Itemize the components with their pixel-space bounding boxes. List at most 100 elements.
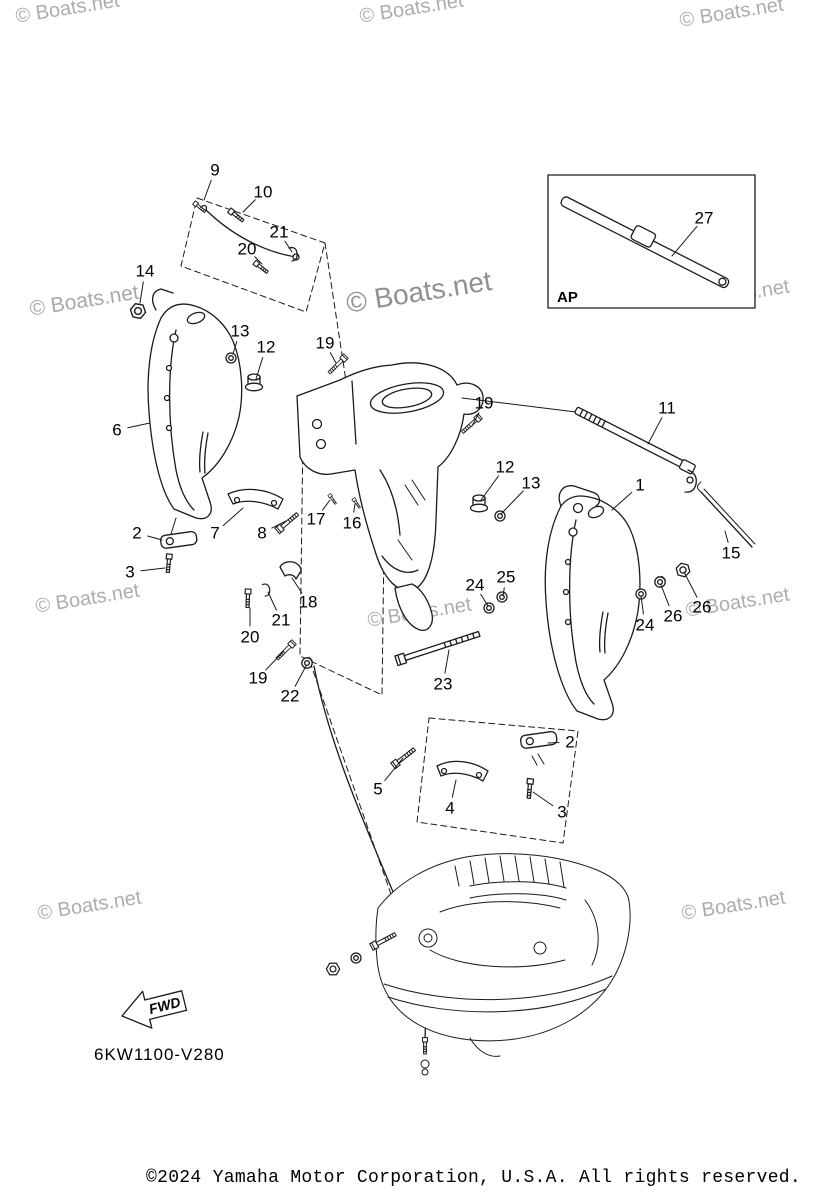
bolt-part-8 [274, 510, 301, 535]
callout-leader-8 [271, 520, 287, 529]
callout-number-23: 23 [434, 675, 453, 694]
center-hardware [394, 413, 508, 667]
spring-washer-part-26 [654, 575, 666, 588]
callout-leader-24 [640, 595, 644, 615]
callout-number-13: 13 [522, 474, 541, 493]
strip-part-7 [227, 488, 284, 510]
callout-leader-3 [532, 791, 554, 807]
callout-leader-12 [480, 475, 500, 501]
callout-number-2: 2 [132, 524, 141, 543]
callout-leader-9 [203, 179, 212, 201]
copyright-line: ©2024 Yamaha Motor Corporation, U.S.A. A… [146, 1168, 802, 1188]
callout-number-3: 3 [125, 563, 134, 582]
callout-number-20: 20 [238, 240, 257, 259]
callout-leader-13 [500, 490, 524, 515]
callout-number-16: 16 [343, 514, 362, 533]
nut-part-26 [674, 561, 692, 579]
callout-number-19: 19 [316, 334, 335, 353]
callout-leader-18 [291, 577, 303, 594]
callout-leader-14 [139, 281, 144, 304]
callout-number-21: 21 [272, 611, 291, 630]
callout-number-24: 24 [466, 576, 485, 595]
callout-leader-20 [254, 256, 263, 265]
callout-number-21: 21 [270, 223, 289, 242]
callout-leader-16 [353, 503, 356, 513]
rod-part-27 [560, 196, 730, 289]
callout-number-19: 19 [475, 394, 494, 413]
callout-leader-24 [480, 593, 489, 607]
callout-number-6: 6 [112, 421, 121, 440]
callout-number-14: 14 [136, 262, 155, 281]
callout-leader-13 [232, 341, 238, 355]
callout-leader-7 [222, 507, 244, 527]
callout-leader-19 [265, 651, 284, 671]
callout-number-26: 26 [664, 607, 683, 626]
callout-leader-22 [294, 665, 307, 687]
bushing-part-12-top [244, 373, 264, 392]
ground-wire [192, 200, 300, 275]
callout-number-20: 20 [241, 628, 260, 647]
bushing-part-12-right [469, 494, 489, 513]
callout-leader-10 [242, 199, 256, 213]
callout-number-1: 1 [635, 476, 644, 495]
callout-number-2: 2 [565, 733, 574, 752]
lower-unit-outline [325, 853, 631, 1076]
ap-view-label: AP [557, 289, 578, 306]
fwd-label: FWD [147, 994, 182, 1017]
callout-number-9: 9 [210, 161, 219, 180]
callout-leader-15 [724, 530, 729, 543]
callout-leader-6 [127, 422, 151, 429]
left-clamp-bracket [147, 288, 243, 535]
callout-leader-19 [471, 412, 480, 427]
callout-number-3: 3 [557, 803, 566, 822]
screw-part-20-lower [244, 588, 252, 609]
right-bracket-hardware [635, 561, 692, 600]
callout-number-5: 5 [373, 780, 382, 799]
callout-leader-21 [284, 240, 293, 253]
callout-number-18: 18 [299, 593, 318, 612]
washer-part-13-right [494, 510, 506, 522]
drawing-number: 6KW1100-V280 [94, 1045, 225, 1064]
callout-leader-4 [451, 779, 457, 798]
fwd-arrow: FWD [121, 990, 188, 1029]
callout-number-11: 11 [658, 399, 676, 418]
plate-part-2-left [159, 530, 198, 549]
callout-leader-17 [322, 499, 331, 511]
left-bracket-hardware [128, 302, 349, 669]
callout-leader-27 [671, 225, 698, 257]
callout-leader-21 [267, 591, 277, 611]
callout-number-17: 17 [307, 510, 326, 529]
bolt-part-19-lower [274, 639, 297, 662]
callout-leader-1 [611, 491, 633, 511]
callout-leader-26 [683, 571, 698, 598]
steering-bracket [296, 362, 577, 631]
stud-part-17 [327, 493, 338, 506]
callout-number-10: 10 [254, 183, 273, 202]
callout-number-8: 8 [257, 524, 266, 543]
callout-leader-26 [660, 584, 670, 607]
steering-link-rod [574, 406, 756, 548]
callout-number-12: 12 [496, 458, 515, 477]
callout-leader-2 [147, 535, 163, 541]
stud-part-16 [351, 497, 362, 510]
strip-part-4 [436, 760, 489, 782]
callout-leader-2 [547, 741, 560, 744]
clamp-part-18 [279, 561, 302, 580]
screw-part-10 [227, 207, 246, 224]
callout-number-7: 7 [210, 524, 219, 543]
callout-number-4: 4 [445, 799, 454, 818]
callout-leader-12 [255, 356, 264, 380]
bottom-right-hardware [390, 730, 558, 800]
screw-cable-end [421, 1037, 429, 1055]
callout-leader-3 [140, 567, 166, 572]
bolt-part-3-right [525, 777, 535, 800]
nut-lower-mount [325, 962, 341, 976]
right-clamp-bracket [544, 485, 641, 721]
callout-number-19: 19 [249, 669, 268, 688]
plate-part-2-right [519, 730, 558, 749]
callout-leader-19 [329, 352, 337, 364]
callout-leader-23 [444, 649, 450, 674]
spring-washer-part-22 [301, 656, 313, 669]
screw-part-5 [390, 745, 418, 770]
